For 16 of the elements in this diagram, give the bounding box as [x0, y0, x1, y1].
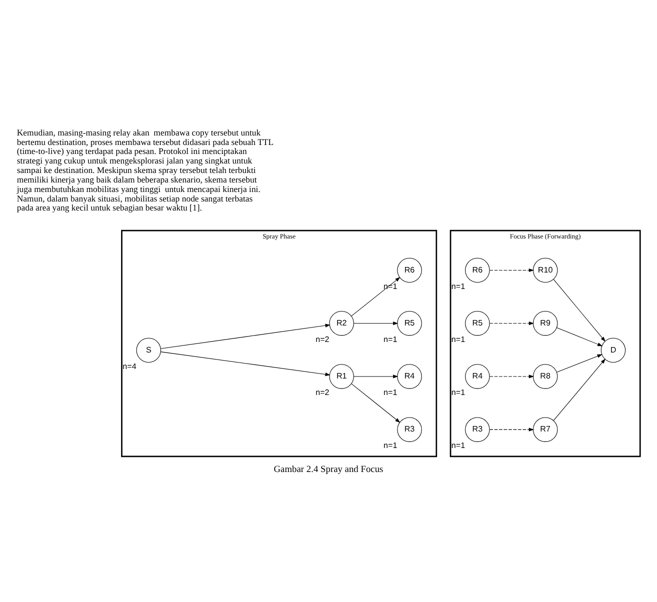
arrow — [553, 278, 606, 342]
arrow — [351, 276, 400, 316]
arrow — [354, 321, 398, 325]
arrow — [556, 354, 602, 372]
arrow — [489, 427, 534, 431]
arrow — [489, 374, 534, 378]
arrow — [556, 326, 603, 346]
arrow — [160, 351, 330, 376]
arrow — [489, 321, 534, 325]
caption: Gambar 2.4 Spray and Focus — [274, 464, 384, 475]
label: Kemudian, masing-masing relay akan membawa copy tersebut untuk bertemu destination, proses membawa tersebut didasari pada sebuah TTL (time-to-live) yang terdapat pada pesan. Protokol ini menciptakan strategi yang cukup untuk mengeksplorasi jalan yang singkat untuk sampai ke destination. Meskipun skema spray tersebut telah terbukti memiliki kinerja yang baik dalam beberapa skenario, skema tersebut juga membutuhkan mobilitas yang tinggi untuk mencapai kinerja ini. Namun, dalam banyak situasi, mobilitas setiap node sangat terbatas pada area yang kecil untuk sebagian besar waktu [1]. — [16, 126, 274, 212]
arrow — [489, 268, 534, 272]
arrow — [553, 358, 606, 420]
arrow — [351, 383, 400, 422]
arrow — [354, 374, 398, 378]
arrow — [160, 323, 330, 348]
